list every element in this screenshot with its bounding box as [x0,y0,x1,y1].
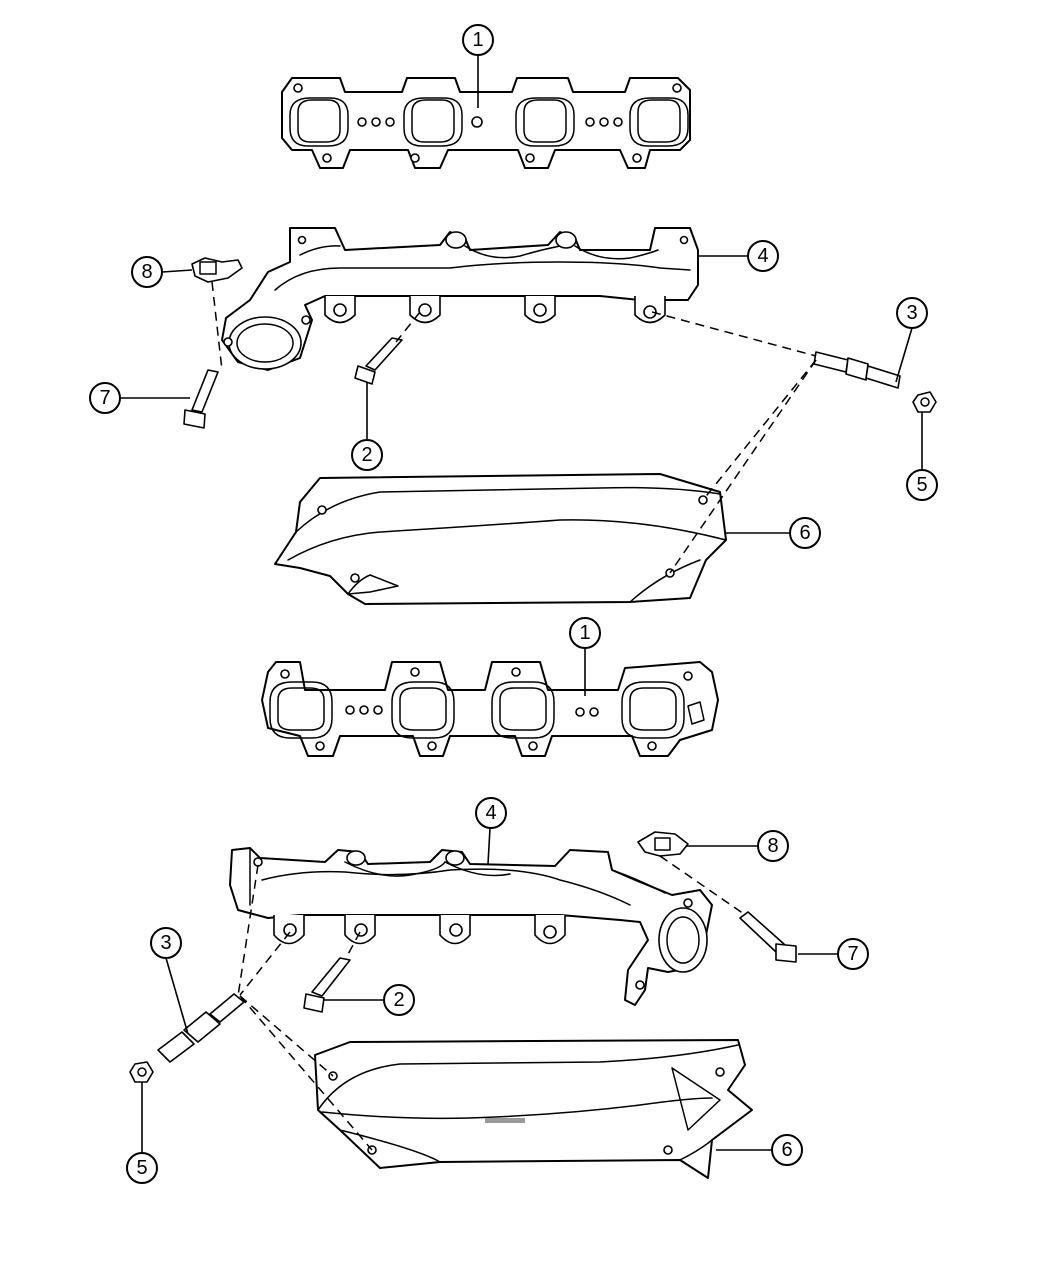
svg-text:5: 5 [136,1157,147,1179]
callout-5-upper: 5 [906,469,938,501]
nut-upper [912,391,937,413]
callout-7-lower: 7 [837,938,869,970]
callout-leaders [120,55,923,1152]
alignment-lines-upper [211,281,817,574]
stud-lower [157,993,245,1063]
heat-shield-lower [314,1039,753,1179]
svg-text:7: 7 [847,943,858,965]
callout-8-lower: 8 [757,830,789,862]
bolt-lower [303,957,351,1013]
svg-text:3: 3 [906,302,917,324]
flange-nut-upper [191,257,243,283]
callout-5-lower: 5 [126,1152,158,1184]
svg-text:2: 2 [361,444,372,466]
svg-text:8: 8 [141,261,152,283]
callout-4-lower: 4 [475,797,507,829]
callout-3-lower: 3 [150,927,182,959]
svg-text:1: 1 [579,622,590,644]
exhaust-manifold-lower [229,847,713,1006]
gasket-upper [281,77,691,169]
svg-text:4: 4 [757,245,768,267]
svg-text:2: 2 [393,989,404,1011]
callout-3-upper: 3 [896,297,928,329]
callout-6-lower: 6 [771,1134,803,1166]
svg-text:5: 5 [916,474,927,496]
flange-nut-lower [637,831,689,857]
nut-lower [129,1061,154,1083]
callout-2-lower: 2 [383,984,415,1016]
svg-text:3: 3 [160,932,171,954]
svg-text:8: 8 [767,835,778,857]
callout-2-upper: 2 [351,439,383,471]
svg-text:4: 4 [485,802,496,824]
stud-upper [813,351,901,389]
flange-bolt-upper [183,369,219,429]
callout-1-upper: 1 [462,24,494,56]
flange-bolt-lower [739,911,797,963]
svg-text:6: 6 [799,522,810,544]
svg-text:1: 1 [472,29,483,51]
bolt-upper [354,337,403,385]
svg-text:6: 6 [781,1139,792,1161]
callout-8-upper: 8 [131,256,163,288]
callout-7-upper: 7 [89,382,121,414]
alignment-lines-lower [237,855,745,1151]
callout-4-upper: 4 [747,240,779,272]
exhaust-manifold-upper [221,227,699,371]
callout-1-lower: 1 [569,617,601,649]
callout-6-upper: 6 [789,517,821,549]
svg-text:7: 7 [99,387,110,409]
gasket-lower [261,661,719,757]
heat-shield-upper [274,473,727,605]
